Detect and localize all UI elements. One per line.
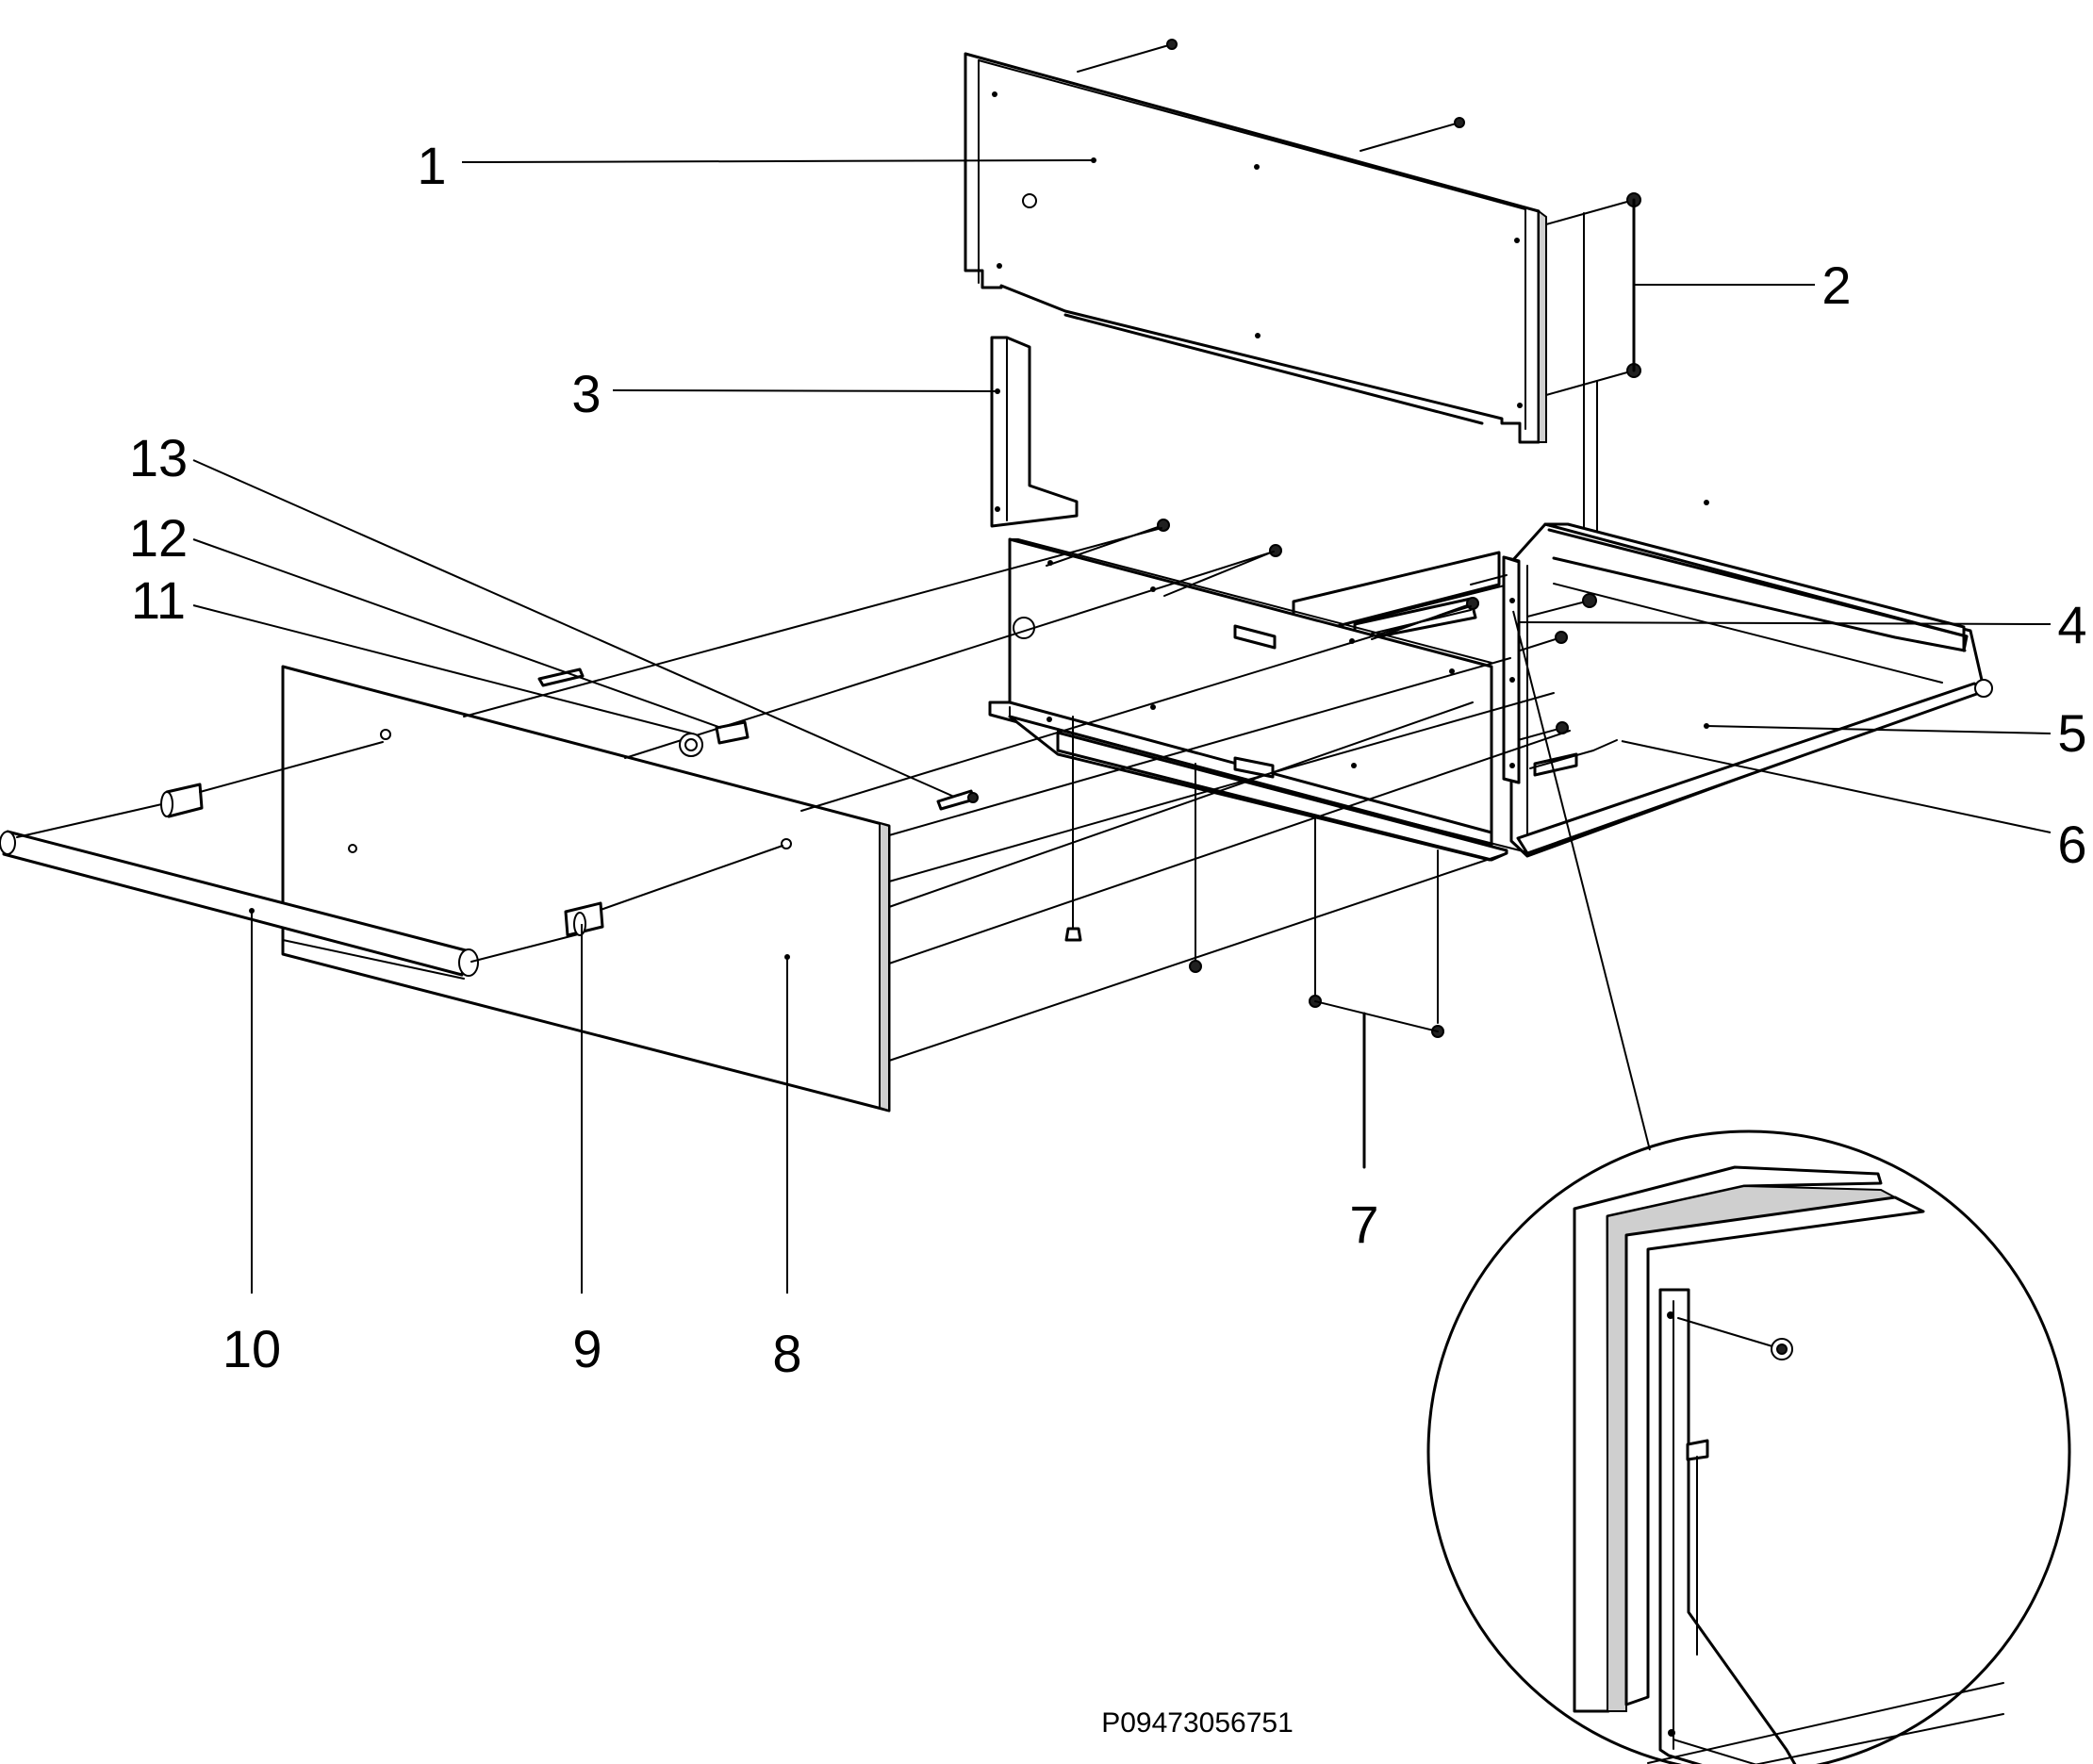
callout-9: 9 xyxy=(572,1319,602,1378)
detail-magnifier xyxy=(1426,610,2071,1764)
bottom-screws xyxy=(1064,716,1444,1169)
callout-labels: 1 2 3 4 5 6 7 8 9 10 11 12 13 xyxy=(129,136,2087,1383)
drawer-front-panel xyxy=(281,665,891,1113)
callout-2: 2 xyxy=(1821,256,1851,315)
drawer-back-panel xyxy=(988,537,1528,862)
callout-10: 10 xyxy=(222,1319,281,1378)
handle-standoffs xyxy=(160,741,783,937)
base-tray xyxy=(1502,500,1993,858)
top-screws xyxy=(1077,39,1465,152)
callout-5: 5 xyxy=(2057,703,2086,763)
handle-bar xyxy=(0,802,583,977)
callout-3: 3 xyxy=(571,364,601,423)
reference-code: P09473056751 xyxy=(1101,1707,1294,1739)
callout-4: 4 xyxy=(2057,595,2086,654)
callout-11: 11 xyxy=(131,570,186,630)
callout-12: 12 xyxy=(129,508,188,568)
callout-7: 7 xyxy=(1349,1195,1378,1254)
l-bracket xyxy=(990,336,1079,528)
callout-1: 1 xyxy=(417,136,446,195)
callout-8: 8 xyxy=(772,1324,801,1383)
callout-13: 13 xyxy=(129,428,188,487)
middle-screws xyxy=(1046,519,1569,741)
upper-back-panel xyxy=(964,52,1547,444)
corner-post xyxy=(1502,555,1521,784)
callout-6: 6 xyxy=(2057,815,2086,874)
leader-lines xyxy=(192,159,2052,1294)
assembly-guide-lines xyxy=(463,527,1571,1062)
